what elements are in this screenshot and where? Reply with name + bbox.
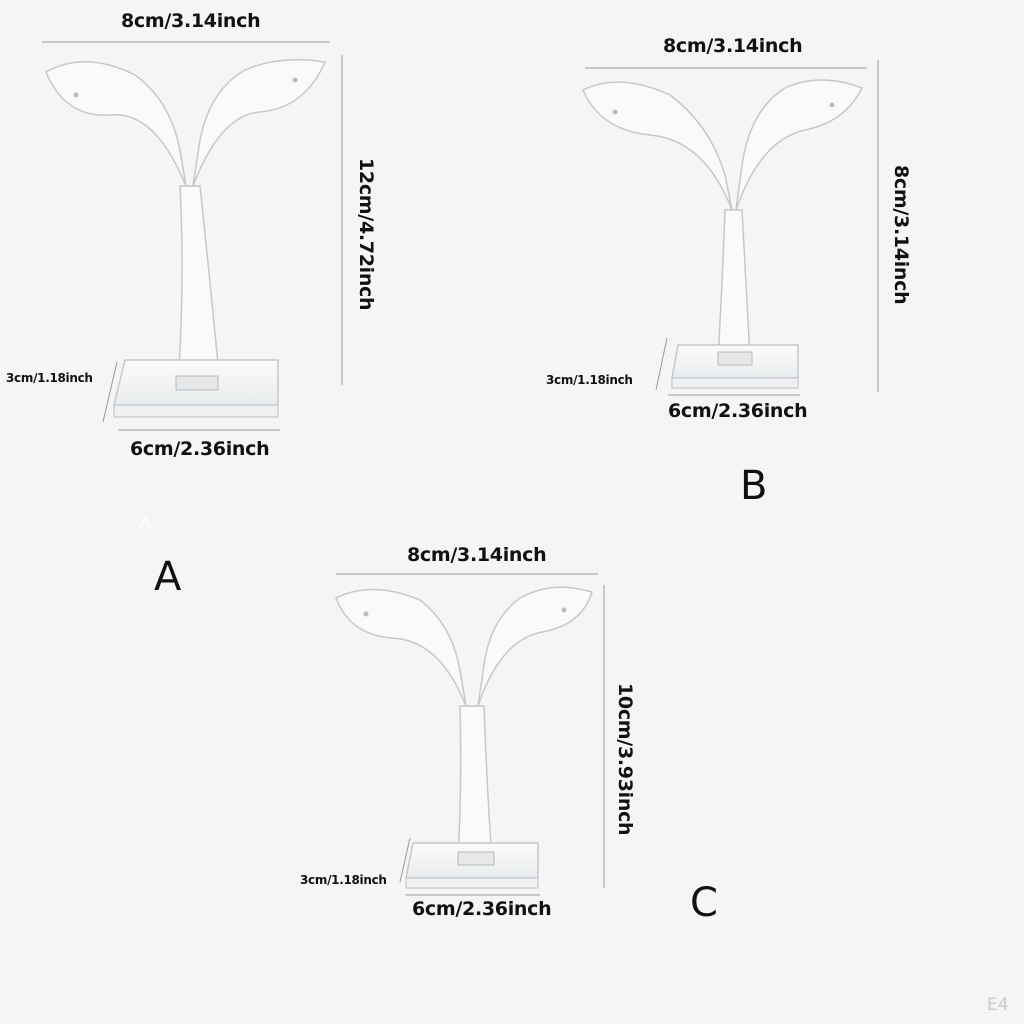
stand-c-base-front bbox=[405, 877, 539, 889]
stand-a-height-label: 12cm/4.72inch bbox=[355, 158, 377, 311]
stand-a-slot bbox=[175, 375, 219, 391]
stand-c-graphic bbox=[335, 573, 605, 896]
stand-b-graphic bbox=[582, 60, 879, 396]
stand-b-slot bbox=[717, 351, 753, 366]
stand-a-graphic bbox=[42, 41, 343, 431]
stand-a-right-hole bbox=[292, 77, 298, 83]
stand-c-height-label: 10cm/3.93inch bbox=[614, 683, 636, 836]
corner-code: E4 bbox=[987, 995, 1009, 1015]
stand-b-depth-line bbox=[655, 337, 668, 391]
stand-a-width-label: 8cm/3.14inch bbox=[121, 10, 261, 32]
stand-c-left-hole bbox=[363, 611, 369, 617]
stand-c-slot bbox=[457, 851, 495, 866]
stand-b-left-hole bbox=[612, 109, 618, 115]
stand-a-stem bbox=[177, 185, 221, 386]
stand-a-base-front bbox=[113, 404, 279, 418]
faint-watermark-letter: A bbox=[140, 513, 151, 532]
stand-a-right-leaf bbox=[192, 59, 327, 187]
stand-b-depth-label: 3cm/1.18inch bbox=[546, 373, 633, 387]
stand-c-right-hole bbox=[561, 607, 567, 613]
stand-c-letter: C bbox=[690, 880, 718, 926]
stand-b-base-front bbox=[671, 377, 799, 389]
stand-b-right-leaf bbox=[735, 79, 864, 211]
stand-b-base-label: 6cm/2.36inch bbox=[668, 400, 808, 422]
stand-a-depth-line bbox=[102, 361, 118, 423]
stand-c-right-leaf bbox=[477, 586, 593, 707]
stand-c-width-label: 8cm/3.14inch bbox=[407, 544, 547, 566]
stand-b-letter: B bbox=[740, 463, 768, 509]
stand-c-depth-label: 3cm/1.18inch bbox=[300, 873, 387, 887]
stand-a-base-label: 6cm/2.36inch bbox=[130, 438, 270, 460]
stand-b-width-label: 8cm/3.14inch bbox=[663, 35, 803, 57]
stand-c-stem bbox=[457, 705, 493, 861]
stand-c-base-label: 6cm/2.36inch bbox=[412, 898, 552, 920]
stand-a-left-leaf bbox=[45, 61, 187, 187]
stand-c-depth-line bbox=[399, 837, 411, 883]
stand-b-stem bbox=[717, 209, 751, 359]
stand-b-height-label: 8cm/3.14inch bbox=[890, 165, 912, 305]
stand-a-depth-label: 3cm/1.18inch bbox=[6, 371, 93, 385]
stand-a-letter: A bbox=[154, 554, 182, 600]
stand-b-left-leaf bbox=[582, 81, 733, 211]
stand-b-right-hole bbox=[829, 102, 835, 108]
stand-c-left-leaf bbox=[335, 588, 467, 707]
stand-a-left-hole bbox=[73, 92, 79, 98]
